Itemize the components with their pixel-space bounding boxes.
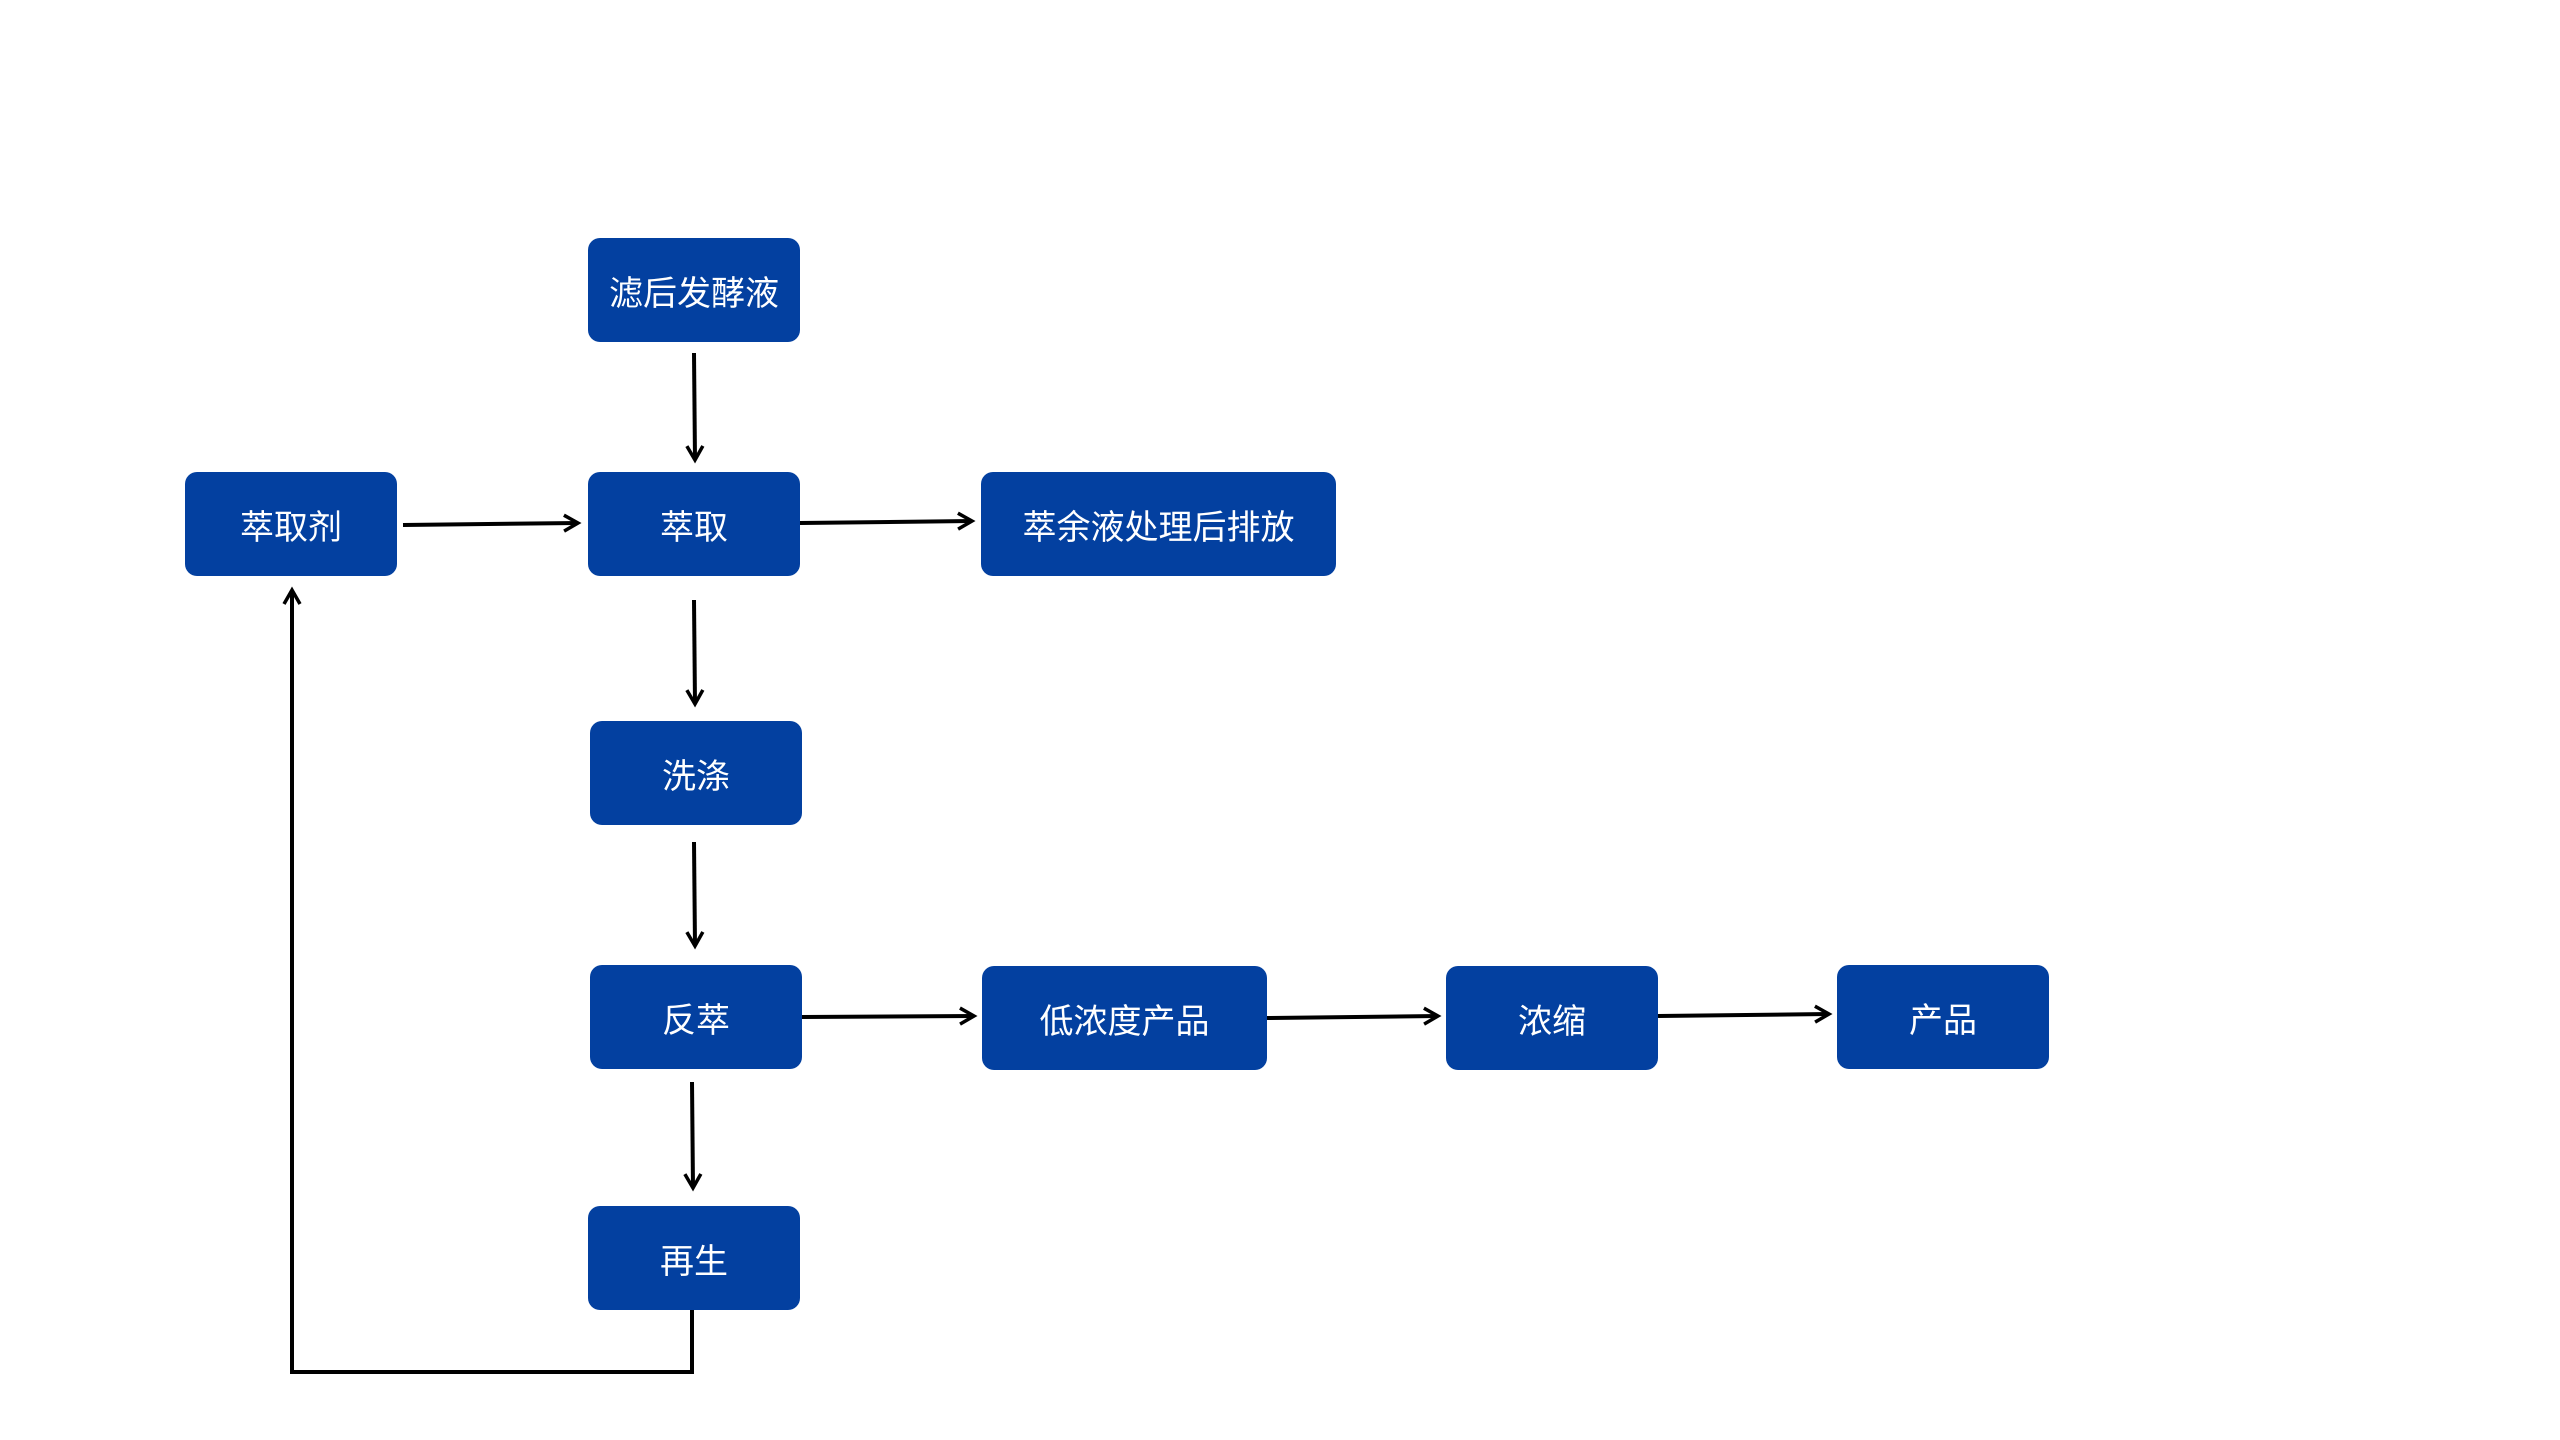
node-low-concentration-product: 低浓度产品: [982, 966, 1267, 1070]
node-concentration: 浓缩: [1446, 966, 1658, 1070]
arrow-washing-to-back-extraction: [685, 841, 705, 950]
node-label: 滤后发酵液: [609, 273, 779, 314]
node-back-extraction: 反萃: [590, 965, 802, 1069]
arrow-extraction-to-washing: [685, 599, 705, 708]
node-extractant: 萃取剂: [185, 472, 397, 576]
node-label: 萃取剂: [240, 507, 342, 548]
node-label: 萃余液处理后排放: [1022, 507, 1295, 548]
arrow-extractant-to-extraction: [402, 513, 582, 533]
arrow-low-conc-product-to-concentration: [1266, 1006, 1442, 1026]
node-label: 洗涤: [662, 756, 730, 797]
node-label: 反萃: [662, 1000, 730, 1041]
arrow-regeneration-to-extractant: [282, 586, 694, 1374]
node-label: 萃取: [660, 507, 728, 548]
node-label: 低浓度产品: [1039, 1001, 1210, 1042]
node-regeneration: 再生: [588, 1206, 800, 1310]
arrow-back-extraction-to-regeneration: [683, 1081, 703, 1192]
node-label: 浓缩: [1518, 1001, 1586, 1042]
node-washing: 洗涤: [590, 721, 802, 825]
node-extraction: 萃取: [588, 472, 800, 576]
node-product: 产品: [1837, 965, 2049, 1069]
arrow-back-extraction-to-low-conc-product: [801, 1006, 978, 1026]
arrow-extraction-to-raffinate: [799, 511, 976, 531]
node-filtered-broth: 滤后发酵液: [588, 238, 800, 342]
node-raffinate-discharge: 萃余液处理后排放: [981, 472, 1336, 576]
arrow-concentration-to-product: [1657, 1004, 1833, 1024]
node-label: 再生: [660, 1241, 728, 1282]
node-label: 产品: [1909, 1000, 1977, 1041]
arrow-filtered-broth-to-extraction: [685, 352, 705, 464]
